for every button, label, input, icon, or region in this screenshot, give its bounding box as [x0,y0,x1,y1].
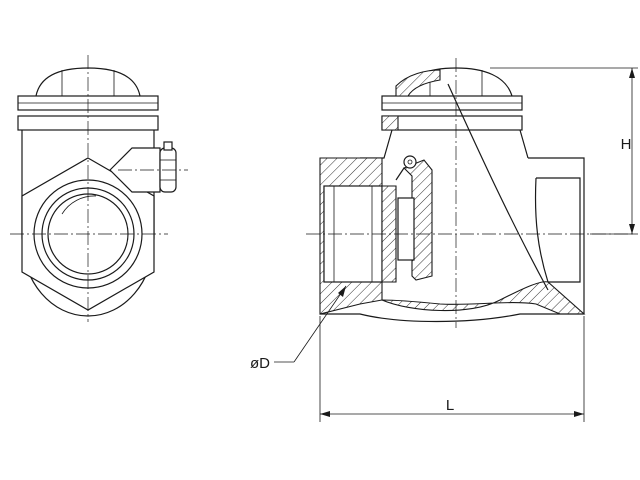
end-view [10,55,188,322]
height-label: H [621,136,632,153]
swing-disc [403,159,433,281]
dimension-lines [274,67,638,422]
section-view [306,58,636,328]
length-label: L [446,397,454,414]
diameter-label: øD [250,355,270,372]
body-bottom-section [381,281,586,315]
